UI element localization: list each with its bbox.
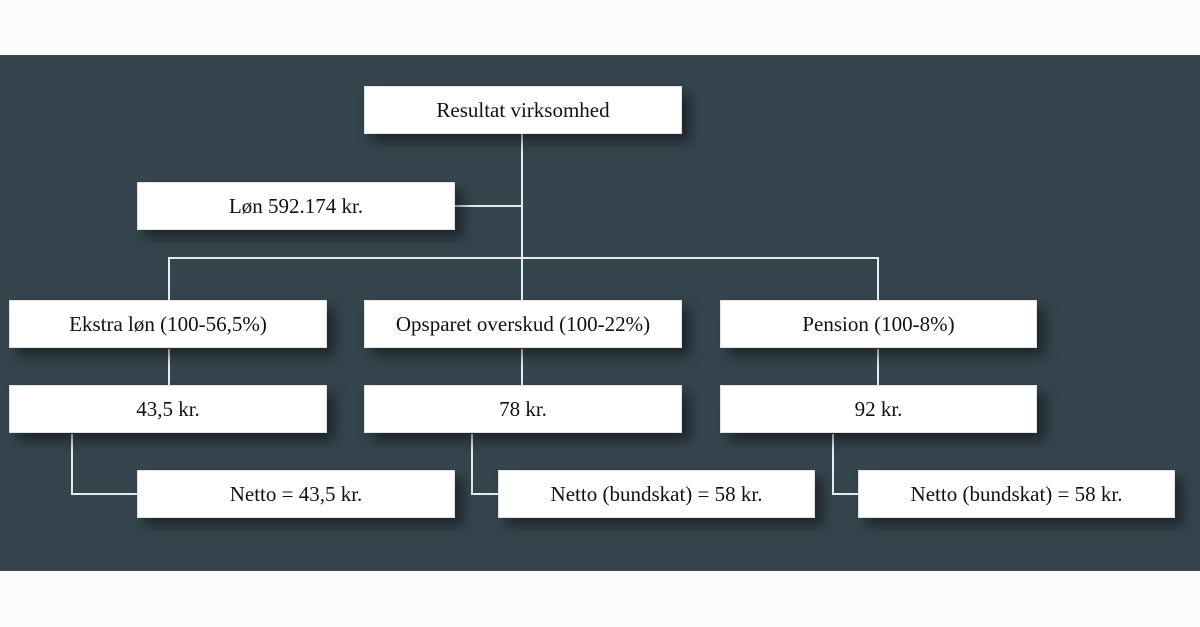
- node-extra-salary-net: Netto = 43,5 kr.: [137, 470, 455, 518]
- node-salary: Løn 592.174 kr.: [137, 182, 455, 230]
- node-extra-salary: Ekstra løn (100-56,5%): [9, 300, 327, 348]
- node-extra-salary-amount: 43,5 kr.: [9, 385, 327, 433]
- connector-saved-net: [471, 434, 498, 495]
- connector-extra-net: [71, 434, 137, 495]
- node-pension-amount: 92 kr.: [720, 385, 1037, 433]
- node-pension: Pension (100-8%): [720, 300, 1037, 348]
- node-pension-net: Netto (bundskat) = 58 kr.: [858, 470, 1175, 518]
- node-saved-surplus-amount: 78 kr.: [364, 385, 682, 433]
- node-root: Resultat virksomhed: [364, 86, 682, 134]
- node-saved-surplus-net: Netto (bundskat) = 58 kr.: [498, 470, 815, 518]
- node-saved-surplus: Opsparet overskud (100-22%): [364, 300, 682, 348]
- connector-branches: [168, 257, 879, 300]
- connector-pension-net: [832, 434, 858, 495]
